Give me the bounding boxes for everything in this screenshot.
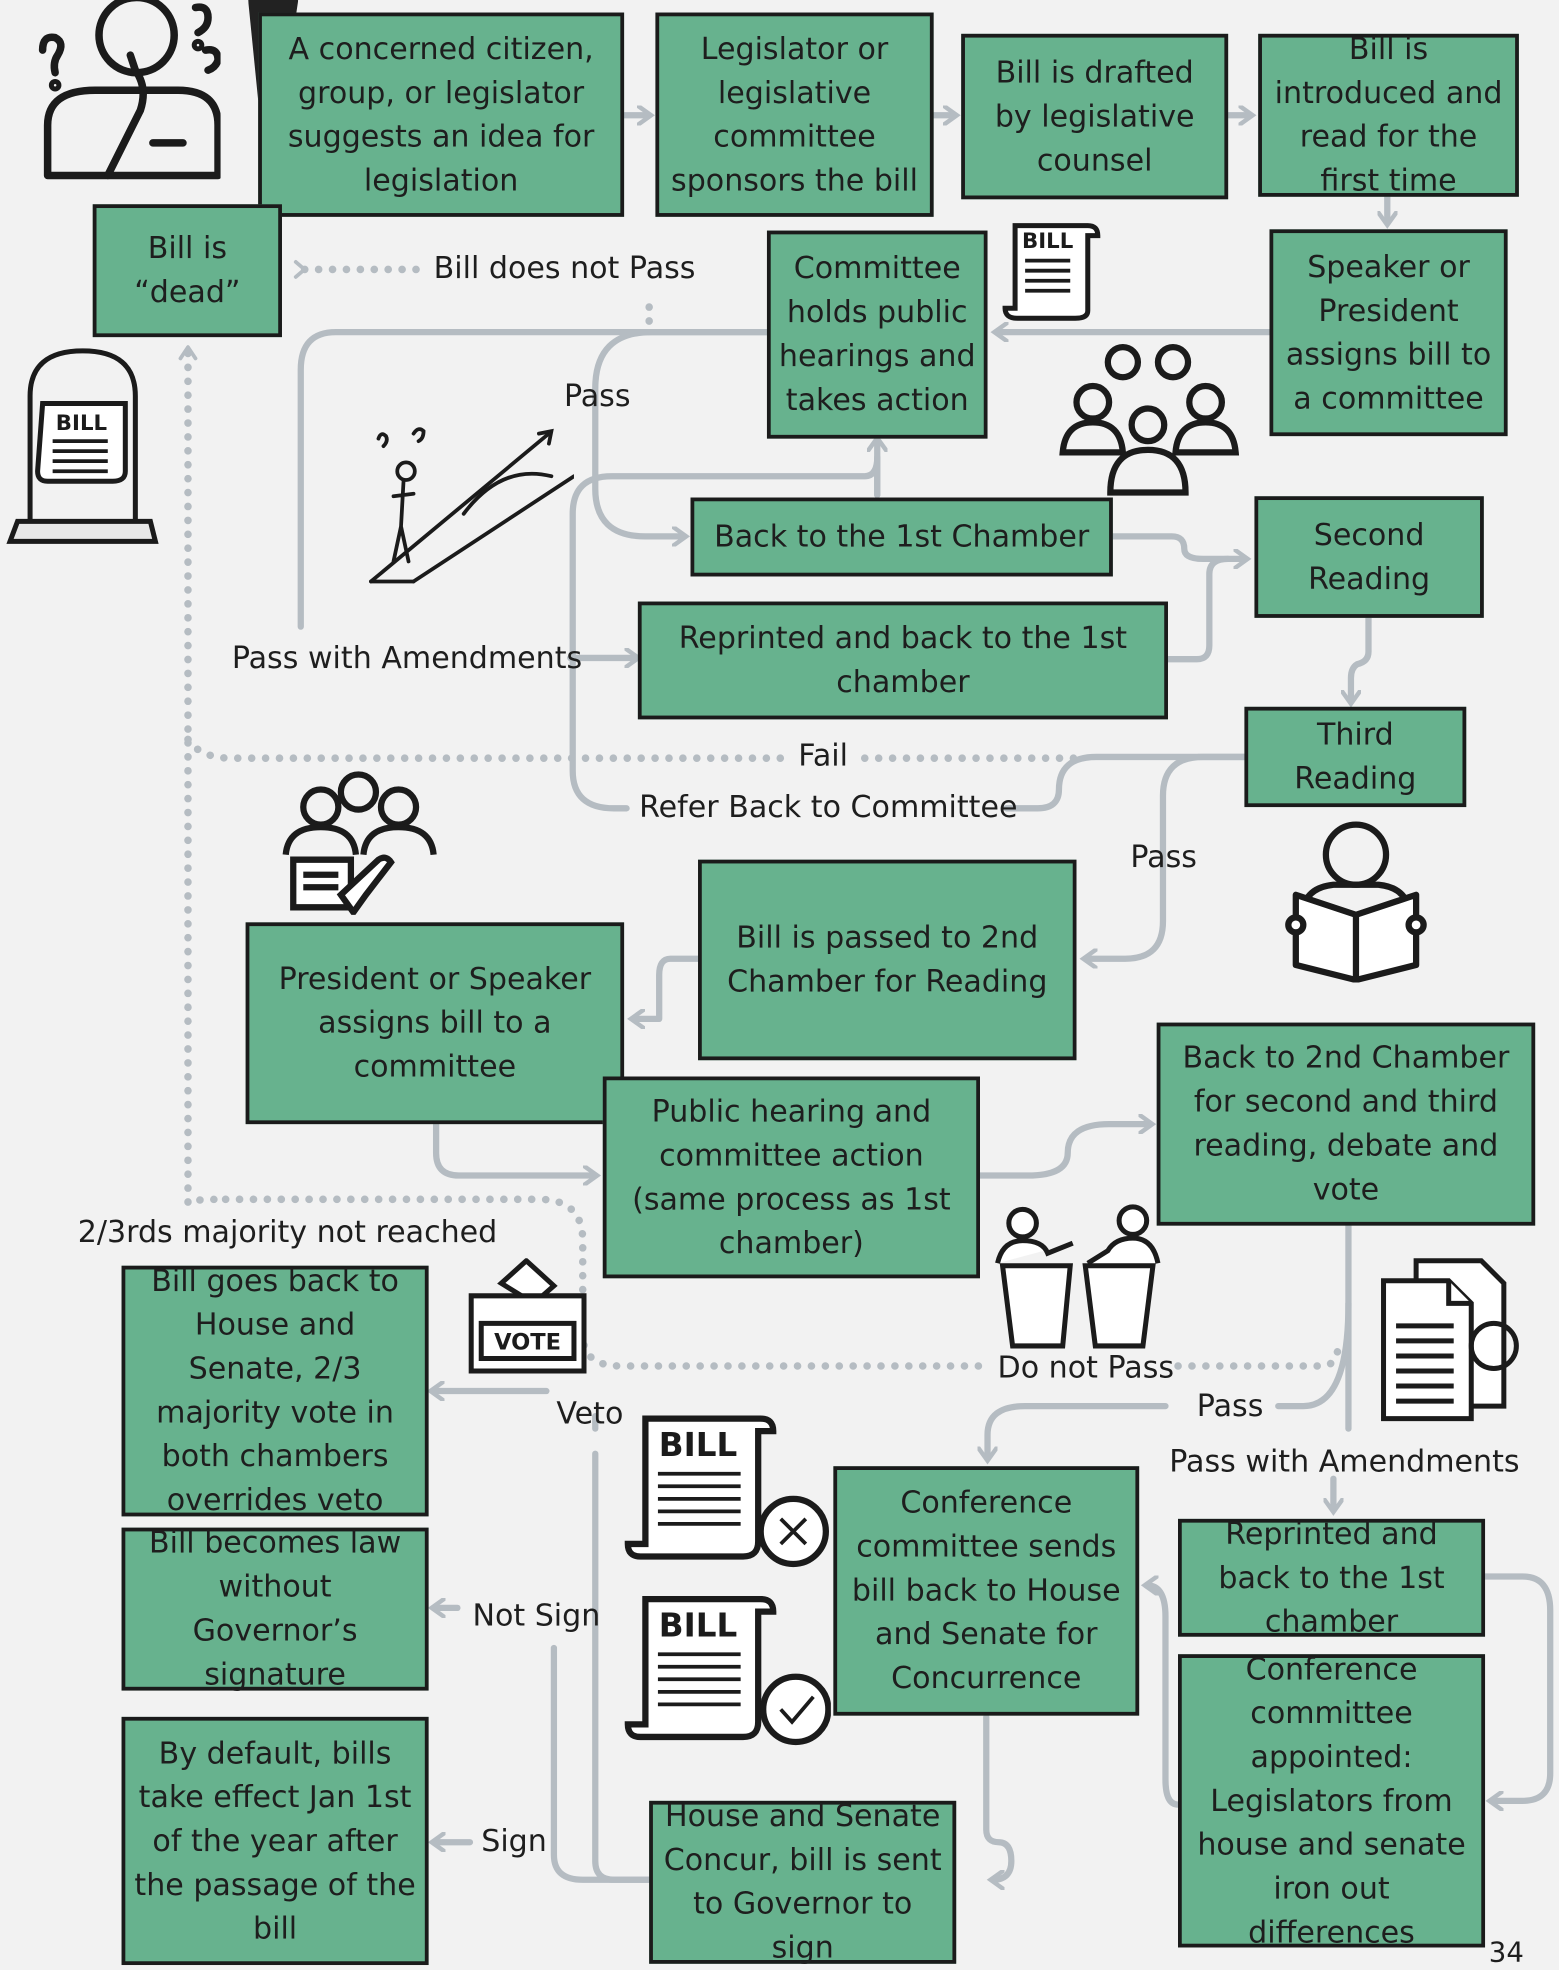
box-introduced: Bill is introduced and read for the firs… (1258, 31, 1519, 198)
label-pass: Pass (563, 378, 631, 414)
box-concur-governor: House and Senate Concur, bill is sent to… (649, 1798, 957, 1965)
debate-podium-icon (995, 1204, 1161, 1349)
tombstone-bill-icon: BILL (6, 348, 159, 544)
label-fail: Fail (798, 738, 848, 774)
svg-text:VOTE: VOTE (494, 1330, 561, 1356)
box-reprinted-first: Reprinted and back to the 1st chamber (637, 601, 1168, 720)
svg-text:BILL: BILL (659, 1607, 737, 1645)
box-passed-second-chamber: Bill is passed to 2nd Chamber for Readin… (698, 859, 1077, 1061)
box-third-reading: Third Reading (1244, 706, 1467, 808)
box-president-assigns: President or Speaker assigns bill to a c… (245, 922, 625, 1125)
box-back-first-chamber: Back to the 1st Chamber (690, 497, 1113, 577)
label-veto: Veto (556, 1396, 624, 1432)
label-pass-with-amendments-2: Pass with Amendments (1169, 1443, 1520, 1479)
label-two-thirds: 2/3rds majority not reached (77, 1214, 498, 1250)
documents-icon (1381, 1258, 1519, 1422)
voting-people-icon (282, 771, 437, 915)
box-public-hearing-second: Public hearing and committee action (sam… (602, 1076, 981, 1279)
label-refer-back: Refer Back to Committee (639, 789, 1018, 825)
box-veto-override: Bill goes back to House and Senate, 2/3 … (121, 1263, 429, 1518)
box-conference-appointed: Conference committee appointed: Legislat… (1178, 1651, 1486, 1949)
label-not-sign: Not Sign (472, 1597, 601, 1633)
box-law-without-signature: Bill becomes law without Governor’s sign… (121, 1525, 429, 1692)
bill-scroll-icon: BILL (1002, 223, 1101, 321)
label-do-not-pass: Do not Pass (997, 1349, 1175, 1385)
label-sign: Sign (481, 1823, 547, 1859)
box-back-second-chamber: Back to 2nd Chamber for second and third… (1156, 1022, 1536, 1226)
box-idea: A concerned citizen, group, or legislato… (258, 12, 625, 217)
svg-text:BILL: BILL (659, 1426, 737, 1464)
bill-approved-icon: BILL (624, 1595, 831, 1746)
confused-paths-icon (369, 427, 574, 584)
box-speaker-assigns: Speaker or President assigns bill to a c… (1269, 229, 1508, 437)
svg-text:BILL: BILL (1022, 229, 1073, 254)
thinking-person-icon (38, 0, 221, 180)
label-pass-third-reading: Pass (1130, 839, 1197, 875)
box-conference-sends: Conference committee sends bill back to … (833, 1466, 1140, 1716)
label-does-not-pass: Bill does not Pass (433, 250, 696, 286)
bill-rejected-icon: BILL (624, 1415, 829, 1568)
box-drafted: Bill is drafted by legislative counsel (961, 33, 1229, 200)
label-pass-with-amendments: Pass with Amendments (231, 640, 583, 676)
box-sponsor: Legislator or legislative committee spon… (655, 12, 934, 217)
box-dead: Bill is “dead” (92, 204, 282, 338)
page-number: 34 (1488, 1937, 1524, 1969)
group-people-icon (1059, 344, 1240, 496)
label-pass-second-chamber: Pass (1196, 1388, 1264, 1424)
reading-person-icon (1285, 821, 1427, 983)
svg-text:BILL: BILL (56, 411, 107, 436)
ballot-box-icon: VOTE (468, 1258, 587, 1374)
box-default-effect: By default, bills take effect Jan 1st of… (121, 1716, 429, 1966)
box-committee-hearings: Committee holds public hearings and take… (766, 230, 988, 439)
box-second-reading: Second Reading (1254, 496, 1484, 618)
box-reprinted-back: Reprinted and back to the 1st chamber (1178, 1516, 1486, 1639)
